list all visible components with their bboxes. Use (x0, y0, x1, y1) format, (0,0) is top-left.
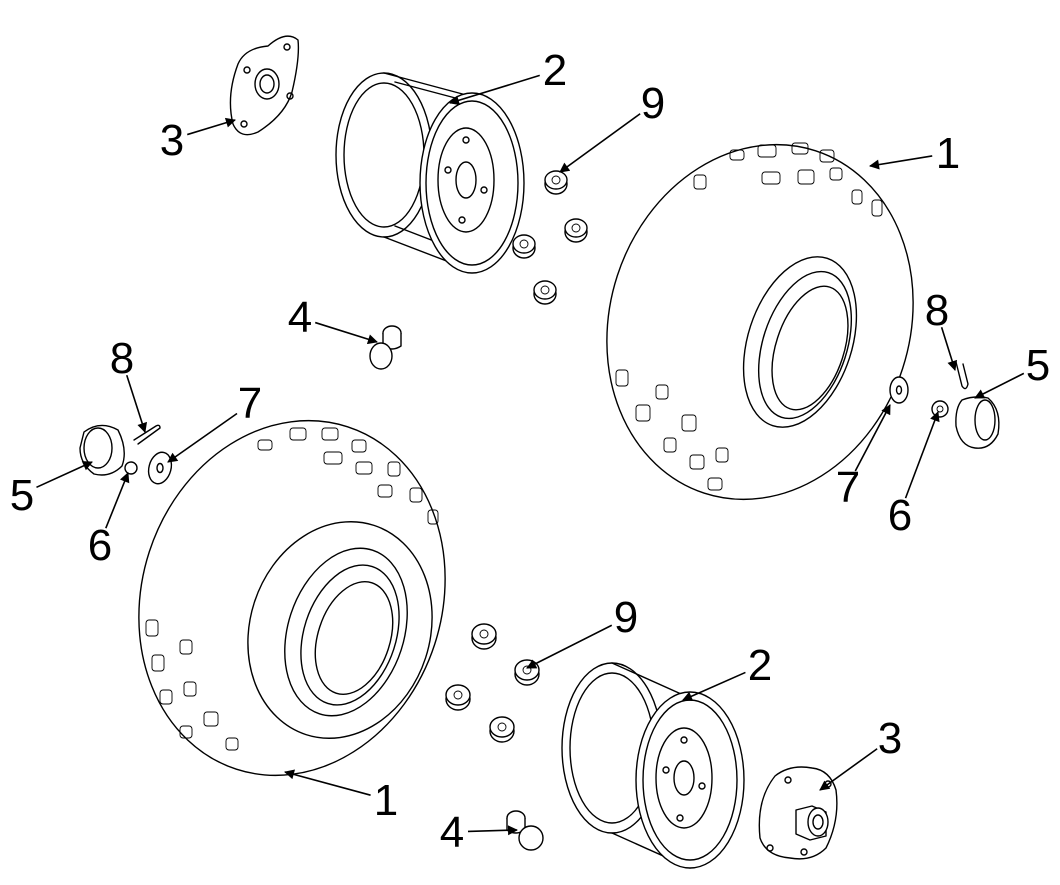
leader-line (819, 748, 878, 791)
callout-number: 2 (543, 46, 567, 95)
callout-number: 8 (925, 286, 949, 335)
leader-line (682, 671, 746, 701)
hub-top (229, 35, 300, 136)
callout-label-7-left: 7 (167, 379, 262, 463)
axle-cap-right (955, 396, 1000, 449)
callout-label-4-bottom: 4 (440, 808, 518, 857)
callout-number: 9 (614, 593, 638, 642)
leader-line (125, 374, 148, 433)
cotter-pin-right (955, 361, 969, 390)
callout-label-5-right: 5 (974, 341, 1050, 399)
rim-bottom (561, 662, 745, 869)
washer-right (889, 376, 909, 404)
rim-top (335, 72, 525, 274)
leader-line (314, 321, 378, 345)
callout-label-6-left: 6 (88, 472, 130, 570)
callout-label-3-top: 3 (160, 116, 236, 165)
leader-line (105, 472, 130, 529)
callout-number: 3 (878, 714, 902, 763)
leader-line (869, 155, 933, 170)
castle-nut-left (124, 461, 138, 475)
callout-number: 9 (641, 79, 665, 128)
tire-left (138, 419, 446, 777)
callout-label-5-left: 5 (10, 461, 93, 520)
callout-label-9-top: 9 (559, 79, 665, 173)
leader-line (940, 327, 958, 371)
hub-bottom (758, 766, 838, 860)
lug-nuts-top (512, 170, 588, 305)
callout-number: 6 (888, 491, 912, 540)
callout-number: 6 (88, 521, 112, 570)
stud-top (369, 325, 402, 370)
castle-nut-right (931, 400, 949, 418)
cotter-pin-left (133, 424, 161, 445)
callout-label-4-top: 4 (288, 293, 378, 345)
leader-line (167, 412, 238, 463)
callout-number: 4 (440, 808, 464, 857)
leader-line (284, 769, 371, 796)
callout-label-6-right: 6 (888, 411, 940, 540)
leader-line (854, 404, 891, 472)
callout-number: 7 (238, 379, 262, 428)
callout-number: 1 (936, 129, 960, 178)
leader-line (36, 461, 93, 489)
leader-line (974, 372, 1025, 399)
callout-label-3-bottom: 3 (819, 714, 902, 791)
tire-right (606, 142, 914, 501)
lug-nuts-bottom (445, 623, 540, 743)
callout-number: 5 (10, 471, 34, 520)
callout-number: 7 (836, 463, 860, 512)
callout-number: 8 (110, 334, 134, 383)
leader-line (526, 624, 613, 669)
leader-line (449, 74, 540, 106)
leader-line (904, 411, 940, 499)
callout-label-2-bottom: 2 (682, 641, 772, 701)
callout-number: 3 (160, 116, 184, 165)
callout-label-8-left: 8 (110, 334, 148, 433)
stud-bottom (506, 810, 544, 851)
callout-number: 2 (748, 641, 772, 690)
callout-label-7-right: 7 (836, 404, 891, 512)
callout-label-9-bottom: 9 (526, 593, 638, 669)
washer-left (147, 451, 173, 485)
leader-line (187, 117, 236, 136)
axle-cap-left (79, 424, 125, 476)
callout-number: 1 (374, 776, 398, 825)
callout-label-2-top: 2 (449, 46, 567, 106)
leader-line (467, 825, 518, 836)
callout-label-8-right: 8 (925, 286, 958, 371)
callout-label-1-bottom: 1 (284, 769, 398, 825)
leader-line (559, 113, 641, 173)
callout-number: 5 (1026, 341, 1050, 390)
callout-label-1-right: 1 (869, 129, 960, 178)
callout-number: 4 (288, 293, 312, 342)
